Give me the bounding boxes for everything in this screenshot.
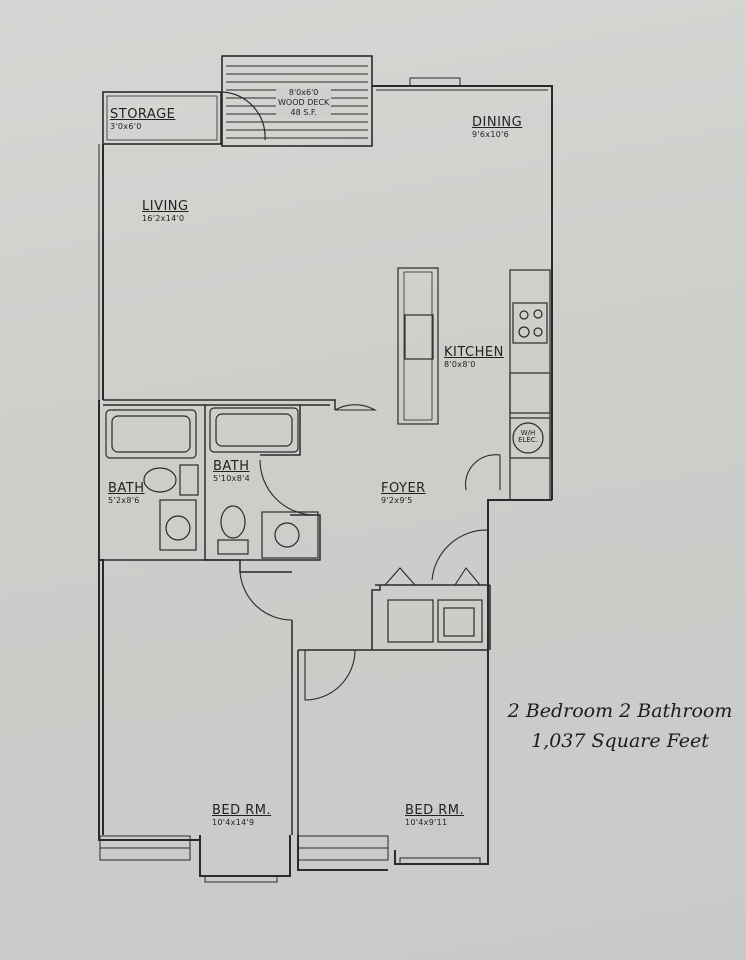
room-name: DINING	[472, 115, 523, 130]
caption-square-feet: 1,037 Square Feet	[531, 730, 709, 752]
room-dims: 5'2x8'6	[108, 496, 140, 505]
bath-fixtures	[105, 407, 319, 559]
room-dims: 8'0x8'0	[444, 360, 476, 369]
room-name: BED RM.	[212, 803, 272, 818]
water-heater-label: W/H ELEC.	[518, 429, 538, 444]
caption-bedrooms: 2 Bedroom 2 Bathroom	[507, 700, 733, 722]
room-bedroom-2: BED RM. 10'4x9'11	[405, 804, 464, 827]
room-living: LIVING 16'2x14'0	[142, 200, 189, 223]
room-dims: 9'6x10'6	[472, 130, 509, 139]
room-name: LIVING	[142, 199, 189, 214]
deck-label: 8'0x6'0 WOOD DECK 48 S.F.	[276, 88, 332, 118]
room-kitchen: KITCHEN 8'0x8'0	[444, 346, 504, 369]
room-bath-1: BATH 5'2x8'6	[108, 482, 145, 505]
room-name: FOYER	[381, 481, 426, 496]
room-dims: 10'4x14'9	[212, 818, 255, 827]
doors	[239, 404, 501, 701]
interior-walls	[103, 399, 491, 835]
room-dims: 16'2x14'0	[142, 214, 185, 223]
room-name: BED RM.	[405, 803, 465, 818]
room-name: STORAGE	[110, 107, 176, 122]
room-dining: DINING 9'6x10'6	[472, 116, 522, 139]
room-storage: STORAGE 3'0x6'0	[110, 108, 175, 131]
kitchen-counter	[397, 267, 551, 501]
room-bath-2: BATH 5'10x8'4	[213, 460, 250, 483]
deck-area: 48 S.F.	[290, 108, 317, 117]
storage-walls	[102, 91, 222, 145]
windows	[99, 77, 481, 883]
room-dims: 9'2x9'5	[381, 496, 413, 505]
room-name: BATH	[213, 459, 250, 474]
room-bedroom-1: BED RM. 10'4x14'9	[212, 804, 271, 827]
room-name: BATH	[108, 481, 145, 496]
laundry-units	[387, 599, 483, 643]
room-name: KITCHEN	[444, 345, 504, 360]
deck-name: WOOD DECK	[278, 98, 330, 107]
room-dims: 3'0x6'0	[110, 122, 142, 131]
room-dims: 10'4x9'11	[405, 818, 448, 827]
deck-size: 8'0x6'0	[288, 88, 319, 97]
room-dims: 5'10x8'4	[213, 474, 250, 483]
room-foyer: FOYER 9'2x9'5	[381, 482, 426, 505]
